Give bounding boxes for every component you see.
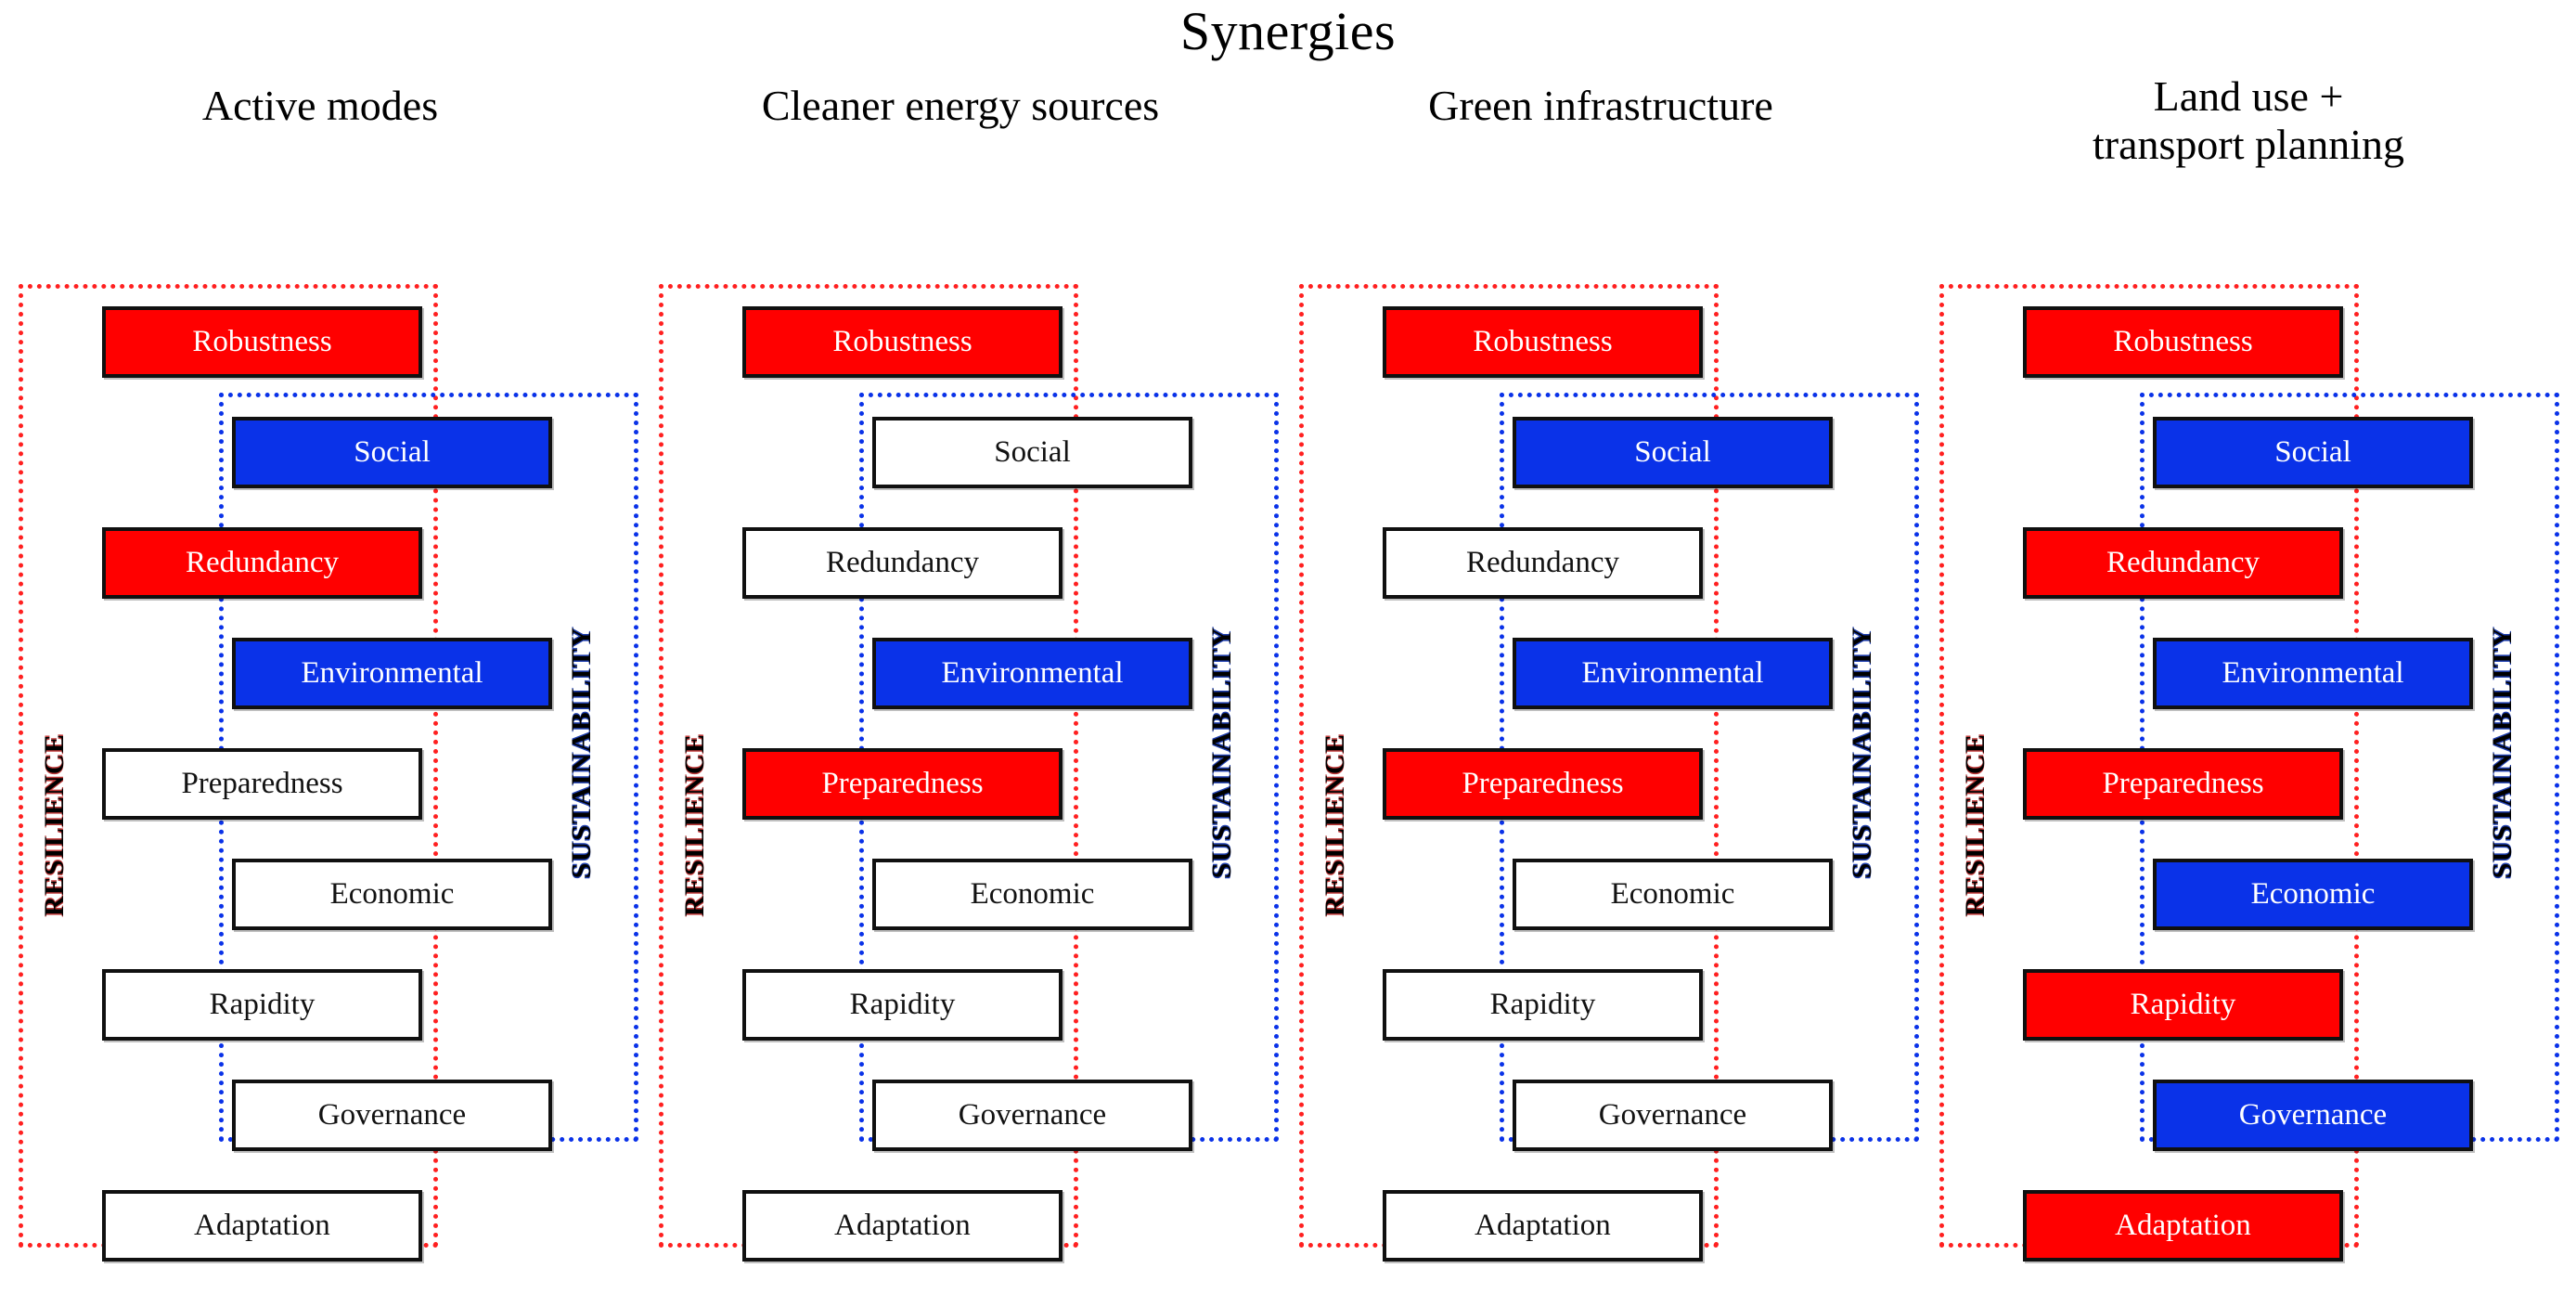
indicator-box-label: Environmental [301, 656, 483, 690]
indicator-box-label: Governance [2238, 1098, 2388, 1132]
panel-title-line: Active modes [201, 82, 439, 129]
indicator-box-label: Rapidity [209, 988, 316, 1021]
indicator-box-rapidity[interactable]: Rapidity [102, 969, 422, 1041]
indicator-box-label: Robustness [832, 325, 972, 358]
indicator-box-social[interactable]: Social [2153, 417, 2473, 488]
indicator-box-label: Economic [970, 877, 1095, 911]
indicator-box-preparedness[interactable]: Preparedness [2023, 748, 2343, 820]
indicator-box-label: Economic [329, 877, 455, 911]
indicator-box-label: Rapidity [2130, 988, 2236, 1021]
indicator-box-environmental[interactable]: Environmental [1513, 638, 1833, 709]
indicator-box-label: Robustness [2113, 325, 2253, 358]
indicator-box-label: Environmental [941, 656, 1124, 690]
indicator-box-social[interactable]: Social [232, 417, 552, 488]
indicator-box-governance[interactable]: Governance [232, 1080, 552, 1151]
indicator-box-robustness[interactable]: Robustness [1383, 306, 1703, 378]
indicator-box-economic[interactable]: Economic [872, 859, 1192, 930]
indicator-box-label: Adaptation [194, 1209, 330, 1242]
panel-title-line: Cleaner energy sources [761, 82, 1160, 129]
indicator-box-redundancy[interactable]: Redundancy [742, 527, 1063, 599]
indicator-box-label: Rapidity [849, 988, 956, 1021]
resilience-axis-label: RESILIENCE [39, 733, 70, 917]
indicator-box-economic[interactable]: Economic [2153, 859, 2473, 930]
indicator-box-label: Adaptation [834, 1209, 971, 1242]
indicator-box-environmental[interactable]: Environmental [872, 638, 1192, 709]
resilience-axis-label: RESILIENCE [1320, 733, 1350, 917]
indicator-box-adaptation[interactable]: Adaptation [1383, 1190, 1703, 1262]
indicator-box-environmental[interactable]: Environmental [2153, 638, 2473, 709]
panel-title: Active modes [0, 82, 640, 130]
page-title: Synergies [1179, 1, 1397, 61]
sustainability-axis-label: SUSTAINABILITY [566, 627, 597, 879]
resilience-axis-label: RESILIENCE [679, 733, 710, 917]
indicator-box-label: Economic [1610, 877, 1735, 911]
sustainability-axis-label: SUSTAINABILITY [2487, 627, 2518, 879]
indicator-box-redundancy[interactable]: Redundancy [102, 527, 422, 599]
indicator-box-redundancy[interactable]: Redundancy [1383, 527, 1703, 599]
indicator-box-adaptation[interactable]: Adaptation [742, 1190, 1063, 1262]
indicator-box-label: Preparedness [181, 767, 343, 800]
indicator-box-label: Governance [958, 1098, 1107, 1132]
indicator-box-economic[interactable]: Economic [1513, 859, 1833, 930]
indicator-box-label: Robustness [1473, 325, 1613, 358]
indicator-box-label: Environmental [2222, 656, 2404, 690]
panel-title-line: Green infrastructure [1428, 82, 1773, 129]
panel-title-line: transport planning [2093, 120, 2404, 168]
indicator-box-label: Preparedness [2102, 767, 2264, 800]
indicator-box-economic[interactable]: Economic [232, 859, 552, 930]
indicator-box-environmental[interactable]: Environmental [232, 638, 552, 709]
indicator-box-label: Redundancy [1466, 546, 1619, 579]
indicator-box-label: Governance [317, 1098, 467, 1132]
indicator-box-label: Preparedness [1462, 767, 1624, 800]
indicator-box-label: Redundancy [826, 546, 979, 579]
panel-title: Green infrastructure [1281, 82, 1921, 130]
indicator-box-label: Adaptation [2115, 1209, 2251, 1242]
indicator-box-governance[interactable]: Governance [2153, 1080, 2473, 1151]
indicator-box-governance[interactable]: Governance [872, 1080, 1192, 1151]
indicator-box-label: Rapidity [1489, 988, 1596, 1021]
indicator-box-robustness[interactable]: Robustness [742, 306, 1063, 378]
indicator-box-governance[interactable]: Governance [1513, 1080, 1833, 1151]
indicator-box-label: Adaptation [1475, 1209, 1611, 1242]
indicator-box-rapidity[interactable]: Rapidity [2023, 969, 2343, 1041]
indicator-box-adaptation[interactable]: Adaptation [2023, 1190, 2343, 1262]
panel-title-line: Land use + [2153, 72, 2344, 120]
resilience-axis-label: RESILIENCE [1960, 733, 1990, 917]
indicator-box-label: Robustness [192, 325, 332, 358]
indicator-box-label: Social [1634, 435, 1711, 469]
indicator-box-rapidity[interactable]: Rapidity [1383, 969, 1703, 1041]
indicator-box-label: Social [994, 435, 1071, 469]
panel-title: Land use +transport planning [1921, 72, 2576, 168]
indicator-box-label: Redundancy [2106, 546, 2260, 579]
indicator-box-label: Environmental [1581, 656, 1764, 690]
indicator-box-preparedness[interactable]: Preparedness [742, 748, 1063, 820]
indicator-box-rapidity[interactable]: Rapidity [742, 969, 1063, 1041]
indicator-box-adaptation[interactable]: Adaptation [102, 1190, 422, 1262]
indicator-box-robustness[interactable]: Robustness [2023, 306, 2343, 378]
indicator-box-label: Social [354, 435, 431, 469]
indicator-box-label: Economic [2250, 877, 2376, 911]
indicator-box-redundancy[interactable]: Redundancy [2023, 527, 2343, 599]
indicator-box-preparedness[interactable]: Preparedness [102, 748, 422, 820]
indicator-box-label: Social [2274, 435, 2351, 469]
indicator-box-social[interactable]: Social [872, 417, 1192, 488]
indicator-box-label: Preparedness [821, 767, 984, 800]
sustainability-axis-label: SUSTAINABILITY [1847, 627, 1877, 879]
sustainability-axis-label: SUSTAINABILITY [1206, 627, 1237, 879]
indicator-box-social[interactable]: Social [1513, 417, 1833, 488]
indicator-box-robustness[interactable]: Robustness [102, 306, 422, 378]
indicator-box-preparedness[interactable]: Preparedness [1383, 748, 1703, 820]
indicator-box-label: Governance [1598, 1098, 1747, 1132]
panel-title: Cleaner energy sources [640, 82, 1281, 130]
indicator-box-label: Redundancy [186, 546, 339, 579]
